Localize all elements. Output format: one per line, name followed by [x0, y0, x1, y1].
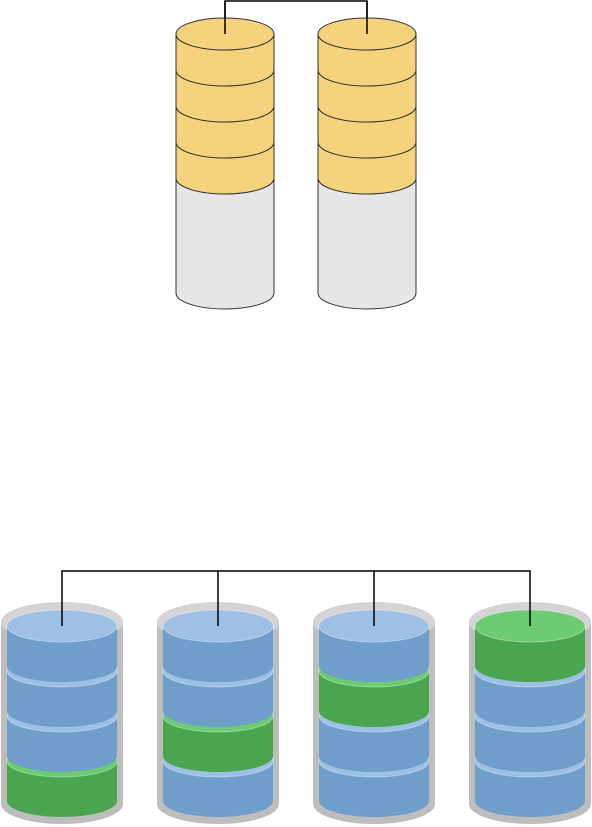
mirror-disk	[176, 1, 274, 309]
array-connector-line	[62, 571, 530, 626]
array-disk	[313, 602, 435, 824]
array-disk	[1, 602, 123, 824]
mirror-disk	[318, 1, 416, 309]
array-disk	[157, 602, 279, 824]
striped-parity-diagram	[1, 571, 591, 824]
array-disk	[469, 602, 591, 824]
mirror-diagram	[176, 1, 416, 309]
empty-disk-space	[176, 178, 274, 309]
empty-disk-space	[318, 178, 416, 309]
